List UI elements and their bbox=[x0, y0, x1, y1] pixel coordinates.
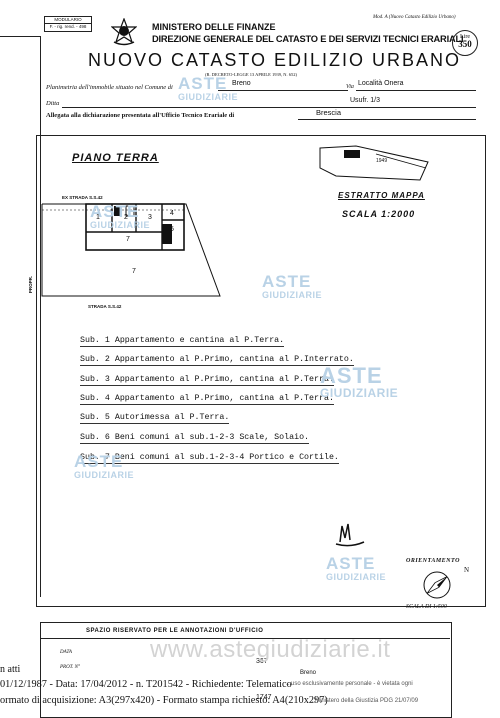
orientation-scale: SCALA DI 1:500 bbox=[406, 604, 447, 610]
plan-label: Planimetria dell'immobile situato nel Co… bbox=[46, 84, 173, 91]
law-note: (R. DECRETO-LEGGE 13 APRILE 1939, N. 652… bbox=[205, 72, 298, 77]
road-top-label: EX STRADA S.S.42 bbox=[62, 195, 103, 200]
sub-5-line: Sub. 5 Autorimessa al P.Terra. bbox=[80, 413, 230, 424]
direction-title: DIREZIONE GENERALE DEL CATASTO E DEI SER… bbox=[152, 34, 464, 44]
footer-line-1: n atti bbox=[0, 664, 21, 675]
estratto-label: ESTRATTO MAPPA bbox=[338, 191, 425, 200]
footer-line-2: 01/12/1987 - Data: 17/04/2012 - n. T2015… bbox=[0, 679, 292, 690]
watermark-website: www.astegiudiziarie.it bbox=[150, 636, 391, 663]
map-extract bbox=[319, 145, 429, 181]
signature-mark bbox=[335, 523, 365, 547]
footer-overlay-2: ...Ministero della Giustizia PDG 21/07/0… bbox=[310, 698, 419, 704]
compass-north: N bbox=[464, 566, 470, 574]
office-number-1: 367 bbox=[256, 658, 268, 665]
room-7-label: 7 bbox=[126, 236, 130, 243]
room-1-label: 1 bbox=[96, 214, 100, 221]
road-bottom-label: STRADA S.S.42 bbox=[88, 304, 122, 309]
via-label: Via bbox=[346, 84, 354, 90]
comune-value: Breno bbox=[232, 80, 251, 87]
form-code-box: MODULARIO F. - rig. rend. - 498 bbox=[44, 16, 92, 32]
page-title: NUOVO CATASTO EDILIZIO URBANO bbox=[88, 50, 462, 70]
floor-plan bbox=[41, 203, 221, 297]
price-label: Lire bbox=[460, 34, 470, 40]
sub-3-line: Sub. 3 Appartamento al P.Primo, cantina … bbox=[80, 375, 334, 386]
footer-line-3: ormato di acquisizione: A3(297x420) - Fo… bbox=[0, 695, 328, 706]
drawing-frame bbox=[36, 135, 486, 607]
ufficio-value: Brescia bbox=[316, 108, 342, 117]
footer-overlay-1: ...uso esclusivamente personale - è viet… bbox=[286, 681, 413, 687]
allegata-label: Allegata alla dichiarazione presentata a… bbox=[46, 112, 235, 119]
room-5-label: 5 bbox=[170, 226, 174, 233]
compass-icon bbox=[423, 571, 451, 599]
map-parcel: 1949 bbox=[376, 158, 388, 164]
sub-6-line: Sub. 6 Beni comuni al sub.1-2-3 Scale, S… bbox=[80, 433, 310, 444]
office-box-title: SPAZIO RISERVATO PER LE ANNOTAZIONI D'UF… bbox=[86, 628, 264, 634]
model-note: Mod. A (Nuovo Catasto Edilizio Urbano) bbox=[373, 15, 456, 20]
office-number-3: 1747 bbox=[256, 694, 272, 701]
form-label: MODULARIO bbox=[45, 17, 91, 24]
scala-main: SCALA 1:2000 bbox=[342, 209, 416, 219]
road-side-label: PROPR. bbox=[28, 275, 34, 294]
usufr-value: Usufr. 1/3 bbox=[350, 97, 380, 104]
orientation-label: ORIENTAMENTO bbox=[406, 558, 460, 564]
sub-2-line: Sub. 2 Appartamento al P.Primo, cantina … bbox=[80, 355, 354, 366]
office-prot-label: PROT. N° bbox=[60, 665, 80, 670]
room-3-label: 3 bbox=[148, 214, 152, 221]
ditta-label: Ditta bbox=[46, 100, 60, 107]
room-4-label: 4 bbox=[170, 210, 174, 217]
price-value: 350 bbox=[458, 39, 472, 49]
form-code: F. - rig. rend. - 498 bbox=[49, 24, 87, 29]
office-data-label: DATA bbox=[60, 650, 72, 655]
price-badge: Lire 350 bbox=[452, 30, 478, 56]
sub-4-line: Sub. 4 Appartamento al P.Primo, cantina … bbox=[80, 394, 334, 405]
left-border-mark bbox=[0, 36, 41, 597]
room-2-label: 2 bbox=[124, 214, 128, 221]
via-value: Località Onera bbox=[358, 80, 404, 87]
courtyard-7-label: 7 bbox=[132, 268, 136, 275]
emblem-icon bbox=[110, 17, 138, 46]
sub-7-line: Sub. 7 Beni comuni al sub.1-2-3-4 Portic… bbox=[80, 453, 339, 464]
sub-1-line: Sub. 1 Appartamento e cantina al P.Terra… bbox=[80, 336, 285, 347]
ministry-title: MINISTERO DELLE FINANZE bbox=[152, 22, 276, 32]
office-number-2: Breno bbox=[300, 670, 317, 676]
floor-title: PIANO TERRA bbox=[72, 152, 159, 164]
